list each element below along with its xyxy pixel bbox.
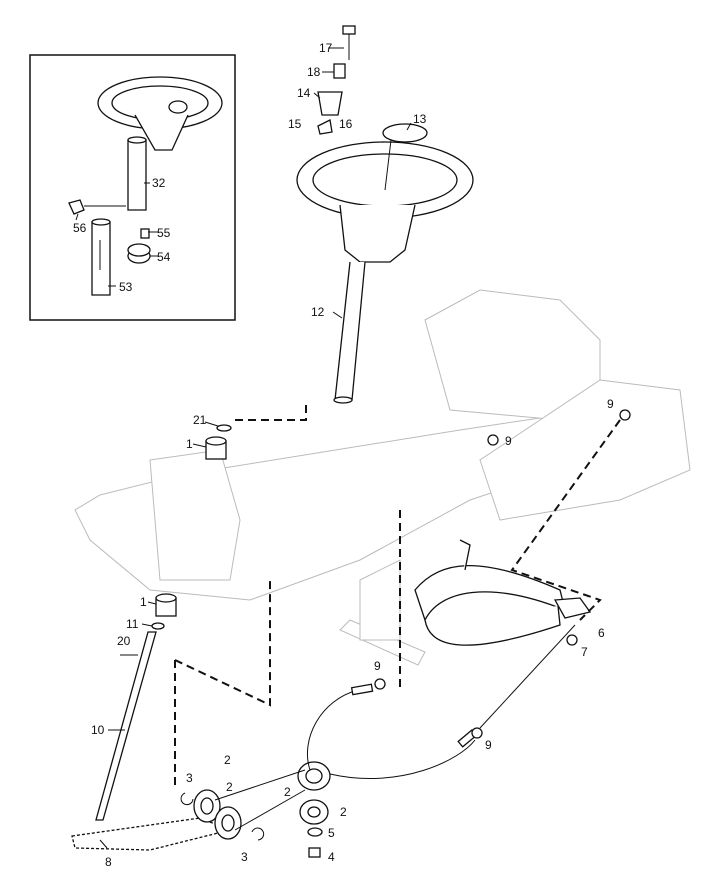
label-5: 5 [328,826,335,840]
label-4: 4 [328,850,335,864]
belts [214,769,306,831]
label-3-b: 3 [241,850,248,864]
brace-6 [414,539,592,646]
shaft-10 [95,631,157,821]
bolt-17 [342,25,356,60]
label-20: 20 [117,634,131,648]
label-15: 15 [288,117,302,131]
label-53: 53 [119,280,133,294]
chain-8 [71,817,233,851]
label-6: 6 [598,626,605,640]
sprocket-2b [214,806,242,840]
label-12: 12 [311,305,325,319]
inset-column-32 [127,136,147,211]
nut-9c [374,678,386,690]
bushing-14 [317,91,343,116]
label-2-a: 2 [224,753,231,767]
label-9-a: 9 [607,397,614,411]
label-21: 21 [193,413,207,427]
inset-part-56 [68,199,126,215]
clips-15-16 [317,119,333,135]
label-2-d: 2 [226,780,233,794]
label-9-d: 9 [485,738,492,752]
inset-part-54 [127,243,151,264]
leaders [75,47,412,849]
label-9-c: 9 [374,659,381,673]
label-54: 54 [157,250,171,264]
inset-part-55 [140,228,150,239]
sprocket-2a [193,789,221,823]
pulley-2d [299,799,329,825]
cable [306,683,478,779]
bushing-1-upper [205,436,227,460]
pulley-2c [297,761,331,791]
clip-3b [251,827,265,841]
label-2-b: 2 [284,785,291,799]
washer-5 [307,827,323,837]
nut-9b [487,434,499,446]
inset-tube-53 [91,218,111,296]
label-14: 14 [297,86,311,100]
label-9-b: 9 [505,434,512,448]
bolt-4 [308,847,321,858]
label-13: 13 [413,112,427,126]
part-18 [333,63,346,79]
label-18: 18 [307,65,321,79]
assembly-lines [174,405,621,790]
label-3-a: 3 [186,771,193,785]
bushing-1-lower [155,593,177,617]
cap-13 [382,123,428,143]
washer-21 [216,424,232,432]
label-56: 56 [73,221,87,235]
label-11: 11 [126,617,139,631]
nut-9d [471,727,483,739]
tractor-frame [74,289,691,666]
label-8: 8 [105,855,112,869]
washer-11 [151,622,165,630]
label-17: 17 [319,41,333,55]
label-55: 55 [157,226,171,240]
label-1-lower: 1 [140,595,147,609]
steering-wheel-12 [296,141,474,404]
label-2-c: 2 [340,805,347,819]
label-32: 32 [152,176,166,190]
label-1-upper: 1 [186,437,193,451]
inset-frame [29,54,236,321]
bolt-7 [566,634,578,646]
clip-3a [180,792,194,806]
label-7: 7 [581,645,588,659]
label-16: 16 [339,117,353,131]
nut-9a [619,409,631,421]
label-10: 10 [91,723,105,737]
inset-steering-wheel [97,76,223,151]
